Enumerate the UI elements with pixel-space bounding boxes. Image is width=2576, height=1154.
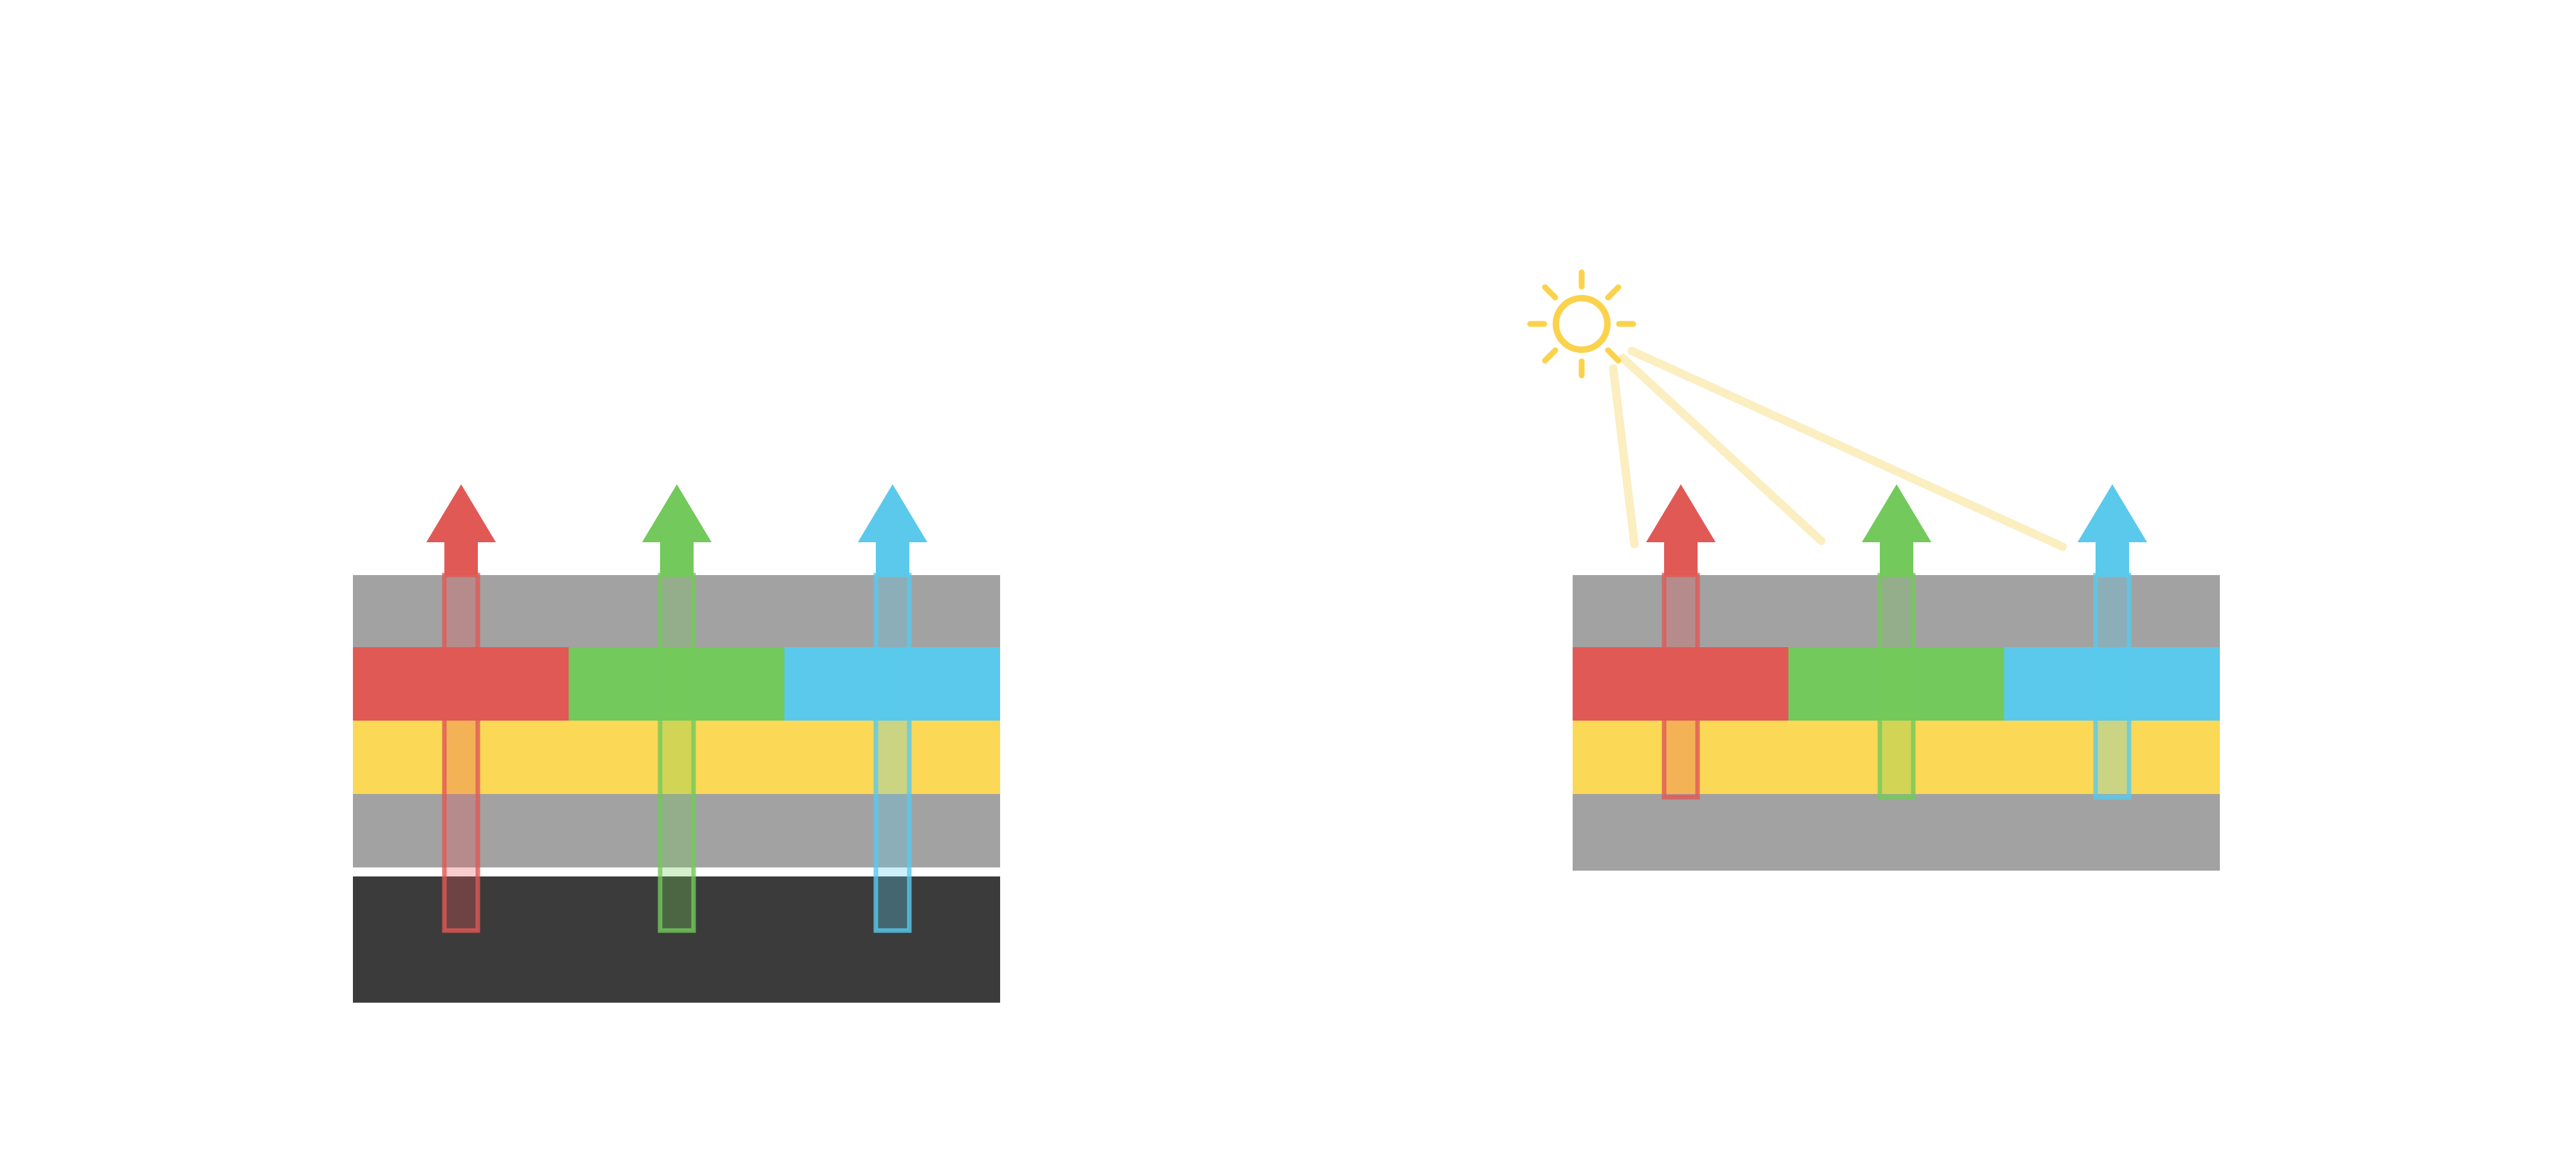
left-red-light-shaft [442,572,480,933]
left-yellow-layer [353,721,1000,794]
left-bottom-gray-layer [353,794,1000,867]
left-green-light-shaft [658,572,696,933]
right-green-subpixel [1788,647,2004,721]
sunlit-display-diagram [1527,269,2220,871]
right-red-arrow-up-icon [1646,484,1716,575]
right-cyan-light-shaft [2093,572,2132,800]
sun-ray-down-left [1542,347,1558,364]
left-dark-backlight-layer [353,876,1000,1003]
left-cyan-light-shaft [873,572,912,933]
sunlight-beam-1 [1609,364,1639,549]
left-red-subpixel [353,647,569,721]
right-green-light-shaft [1877,572,1916,800]
right-red-light-shaft [1662,572,1700,800]
left-top-gray-layer [353,575,1000,647]
sunlight-beam-3 [1627,346,2067,551]
left-red-arrow-up-icon [426,484,496,575]
sunlight-beam-2 [1618,354,1826,545]
right-red-subpixel [1573,647,1788,721]
sunlight-beams [1609,346,2067,551]
right-green-arrow-up-icon [1862,484,1931,575]
sun-ray-down-right [1605,347,1622,364]
sun-ray-up-right [1605,284,1622,301]
left-green-arrow-up-icon [642,484,712,575]
backlit-display-diagram [353,484,1000,1003]
sun-disc [1553,295,1611,353]
right-bottom-gray-layer [1573,794,2220,871]
left-cyan-subpixel [784,647,1000,721]
right-cyan-arrow-up-icon [2078,484,2147,575]
right-top-gray-layer [1573,575,2220,647]
sun-icon [1527,269,1636,379]
right-cyan-subpixel [2004,647,2220,721]
left-cyan-arrow-up-icon [858,484,927,575]
right-yellow-layer [1573,721,2220,794]
sun-ray-up-left [1542,284,1558,301]
left-green-subpixel [569,647,784,721]
